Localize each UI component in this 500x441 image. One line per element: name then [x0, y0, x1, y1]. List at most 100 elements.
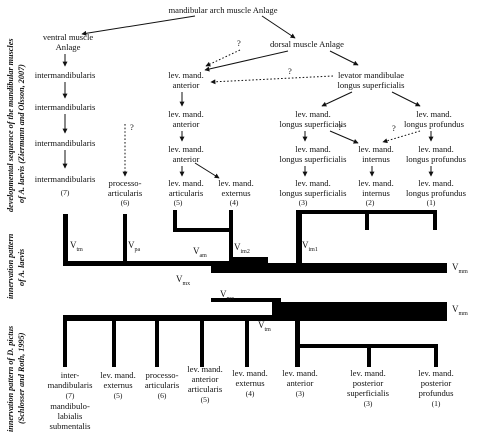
bottom-muscle-labels: inter- mandibularis (7) mandibulo- labia…: [48, 364, 455, 431]
ventral-anlage-line1: ventral muscle: [43, 32, 94, 42]
nerve-v-tm-bottom: Vtm: [258, 320, 271, 333]
lev-ant-3a: lev. mand.: [168, 144, 203, 154]
lev-ext-b: externus: [221, 188, 251, 198]
dotted-arrow-long-ant: [210, 75, 334, 85]
b8-2: profundus: [419, 388, 455, 398]
nerve-v-tm: Vtm: [70, 240, 83, 253]
nerve-v-mm-bottom: Vmm: [452, 304, 468, 317]
num-6: (6): [121, 198, 130, 207]
arrow-sup-int: [329, 130, 359, 144]
pictus-nerve-labels: Vmx Vmm Vtm: [220, 289, 468, 333]
lev-long-prof-2b: longus profundus: [406, 154, 467, 164]
q-4: ?: [338, 122, 342, 132]
b1-1: mandibularis: [48, 380, 94, 390]
b6-0: lev. mand.: [282, 368, 317, 378]
lev-long-a: levator mandibulae: [338, 70, 404, 80]
side-label-top-1: developmental sequence of the mandibular…: [6, 38, 15, 212]
nerve-v-im2: Vim2: [234, 242, 250, 255]
num-2: (2): [366, 198, 375, 207]
lev-ant-1b: anterior: [173, 80, 200, 90]
arrow-ant-ext: [194, 162, 220, 179]
lev-long-sup-3a: lev. mand.: [295, 178, 330, 188]
lev-ant-3b: anterior: [173, 154, 200, 164]
nerve-v-mm: Vmm: [452, 262, 468, 275]
nerve-v-pa: Vpa: [128, 240, 141, 253]
lev-art-b: articularis: [169, 188, 204, 198]
arrow-long-prof: [391, 91, 421, 107]
side-label-mid-1: innervation pattern: [6, 233, 15, 299]
dotted-arrow-1: [205, 49, 241, 67]
processo-a: processo-: [109, 178, 142, 188]
b7-0: lev. mand.: [350, 368, 385, 378]
b2-0: lev. mand.: [100, 370, 135, 380]
lev-long-b: longus superficialis: [337, 80, 405, 90]
lev-ext-a: lev. mand.: [218, 178, 253, 188]
lev-ant-1a: lev. mand.: [168, 70, 203, 80]
laevis-nerve-labels: Vtm Vpa Vam Vim2 Vim1 Vmm Vmx: [70, 240, 468, 287]
b4-0: lev. mand.: [187, 364, 222, 374]
side-label-mid-2: of A. laevis: [17, 249, 26, 286]
side-label-top-2: of A. laevis (Ziermann and Olsson, 2007): [17, 64, 26, 203]
arrow-dorsal-anterior: [204, 50, 289, 72]
lev-int-2a: lev. mand.: [358, 178, 393, 188]
b5-2: (4): [246, 389, 255, 398]
lev-long-prof-1b: longus profundus: [404, 119, 465, 129]
q-1: ?: [237, 38, 241, 48]
b3-1: articularis: [145, 380, 180, 390]
b7-3: (3): [364, 399, 373, 408]
nerve-v-am: Vam: [193, 246, 207, 259]
lev-long-sup-1a: lev. mand.: [295, 109, 330, 119]
lev-long-prof-3a: lev. mand.: [418, 178, 453, 188]
ventral-anlage-line2: Anlage: [56, 42, 81, 52]
nerve-v-mx: Vmx: [176, 274, 190, 287]
q-5: ?: [392, 123, 396, 133]
b1-5: submentalis: [49, 421, 91, 431]
arrow-dorsal-longus: [329, 50, 359, 66]
dorsal-anlage-label: dorsal muscle Anlage: [270, 39, 344, 49]
arrow-long-sup: [321, 91, 353, 107]
b6-2: (3): [296, 389, 305, 398]
intermandibularis-3: intermandibularis: [35, 138, 96, 148]
num-1: (1): [427, 198, 436, 207]
lev-long-sup-2b: longus superficialis: [279, 154, 347, 164]
q-3: ?: [288, 66, 292, 76]
lev-long-prof-3b: longus profundus: [406, 188, 467, 198]
side-label-bot-2: (Schlosser and Roth, 1995): [17, 332, 26, 424]
lev-long-prof-2a: lev. mand.: [418, 144, 453, 154]
pictus-nerve-bars: [63, 298, 447, 367]
b5-1: externus: [235, 378, 265, 388]
b8-3: (1): [432, 399, 441, 408]
b6-1: anterior: [287, 378, 314, 388]
processo-b: articularis: [108, 188, 143, 198]
laevis-nerve-bars: [63, 210, 447, 273]
dotted-arrow-prof-int: [382, 130, 421, 144]
intermandibularis-1: intermandibularis: [35, 70, 96, 80]
q-2: ?: [130, 122, 134, 132]
lev-ant-2a: lev. mand.: [168, 109, 203, 119]
lev-ant-2b: anterior: [173, 119, 200, 129]
b8-0: lev. mand.: [418, 368, 453, 378]
num-5: (5): [174, 198, 183, 207]
b3-0: processo-: [146, 370, 179, 380]
b4-1: anterior: [192, 374, 219, 384]
b1-3: mandibulo-: [50, 401, 90, 411]
anlage-label: mandibular arch muscle Anlage: [168, 5, 277, 15]
lev-long-sup-3b: longus superficialis: [279, 188, 347, 198]
lev-long-sup-1b: longus superficialis: [279, 119, 347, 129]
arrow-anlage-ventral: [81, 15, 196, 36]
b1-2: (7): [66, 391, 75, 400]
intermandibularis-4: intermandibularis: [35, 174, 96, 184]
b4-3: (5): [201, 395, 210, 404]
lev-art-a: lev. mand.: [168, 178, 203, 188]
b2-1: externus: [103, 380, 133, 390]
lev-int-1a: lev. mand.: [358, 144, 393, 154]
lev-long-sup-2a: lev. mand.: [295, 144, 330, 154]
b8-1: posterior: [421, 378, 452, 388]
intermandibularis-2: intermandibularis: [35, 102, 96, 112]
lev-long-prof-1a: lev. mand.: [416, 109, 451, 119]
b7-1: posterior: [353, 378, 384, 388]
num-4: (4): [230, 198, 239, 207]
num-3: (3): [299, 198, 308, 207]
